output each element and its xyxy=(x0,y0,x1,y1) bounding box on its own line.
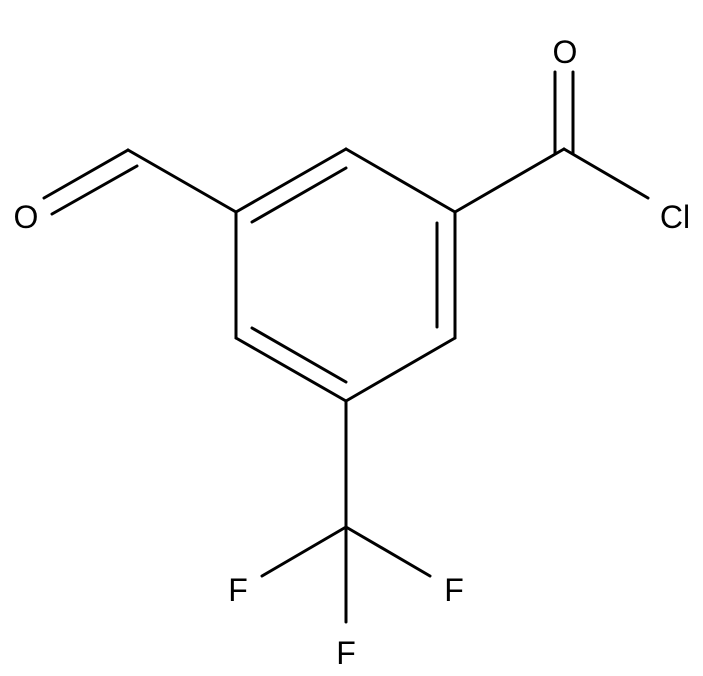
fluorine-left-label: F xyxy=(228,572,248,608)
aldehyde-c-ring-bond xyxy=(126,148,238,214)
ring-bond-top-left-inner xyxy=(250,166,348,224)
fluorine-right-label: F xyxy=(444,572,464,608)
benzene-ring xyxy=(234,147,457,403)
ring-bond-bottom-right xyxy=(344,336,457,403)
acyl-chloride-group: O Cl xyxy=(453,34,690,235)
ring-bond-top-right xyxy=(344,147,457,214)
ring-bond-bottom-left xyxy=(234,336,348,403)
cf3-cf-right-bond xyxy=(344,525,432,578)
ring-bond-bottom-left-inner xyxy=(250,326,348,384)
acyl-c-ring-bond xyxy=(453,147,566,214)
aldehyde-group: O xyxy=(14,148,238,235)
trifluoromethyl-group: F F F xyxy=(228,399,464,671)
aldehyde-co-bond-2 xyxy=(50,164,139,216)
aldehyde-oxygen-label: O xyxy=(14,199,39,235)
ring-bond-top-left xyxy=(234,147,348,214)
cf3-cf-left-bond xyxy=(260,525,348,578)
acyl-ccl-bond xyxy=(562,147,650,200)
fluorine-bottom-label: F xyxy=(336,635,356,671)
chlorine-label: Cl xyxy=(660,199,690,235)
carbonyl-oxygen-label: O xyxy=(553,34,578,70)
aldehyde-co-bond-1 xyxy=(42,148,130,200)
